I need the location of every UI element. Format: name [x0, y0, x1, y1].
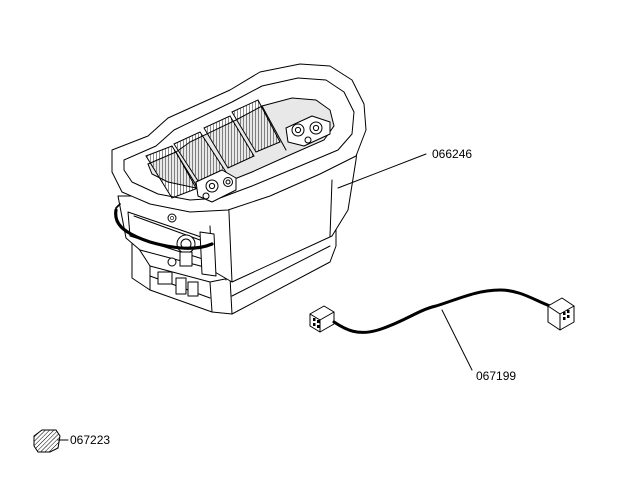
- part-label-066246: 066246: [432, 147, 472, 161]
- leader-line-067199: [441, 309, 473, 371]
- foam-pad-part: [33, 429, 61, 453]
- cable-part: [309, 288, 575, 334]
- part-label-067223: 067223: [70, 433, 110, 447]
- control-housing-part: [111, 63, 367, 315]
- part-label-067199: 067199: [476, 369, 516, 383]
- leader-line-066246: [337, 153, 427, 189]
